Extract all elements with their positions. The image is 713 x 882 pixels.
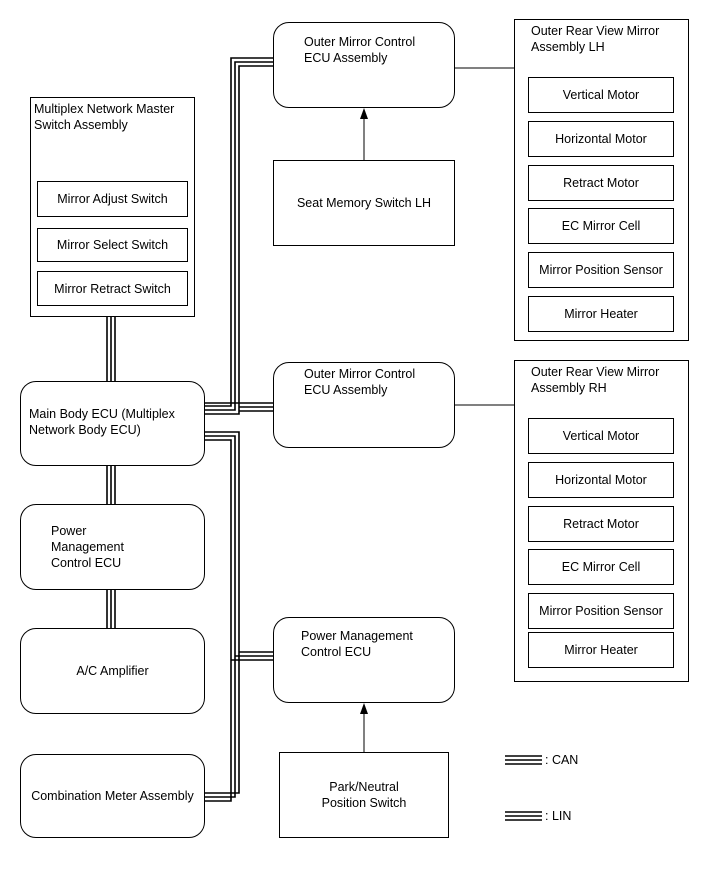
outer-rear-view-mirror-rh: Outer Rear View Mirror Assembly RH Verti… (514, 360, 689, 682)
main-body-ecu: Main Body ECU (Multiplex Network Body EC… (20, 381, 205, 466)
can-bus-power-right (231, 651, 273, 661)
mirror-rh-vertical-motor: Vertical Motor (528, 418, 674, 454)
mirror-lh-retract-motor: Retract Motor (528, 165, 674, 201)
seat-memory-switch-lh: Seat Memory Switch LH (273, 160, 455, 246)
mirror-rh-heater: Mirror Heater (528, 632, 674, 668)
mirror-select-switch: Mirror Select Switch (37, 228, 188, 262)
mirror-rh-title: Outer Rear View Mirror Assembly RH (531, 365, 660, 395)
can-bus-meter (205, 431, 240, 802)
legend-can-symbol (505, 755, 542, 765)
arrow-seat-to-ecu-lh (360, 108, 368, 160)
legend-lin-symbol (505, 811, 542, 821)
power-management-ecu-left: Power Management Control ECU (20, 504, 205, 590)
bus-power-ac (106, 590, 116, 628)
legend-lin-label: : LIN (545, 809, 572, 823)
outer-mirror-ecu-lh: Outer Mirror Control ECU Assembly (273, 22, 455, 108)
outer-mirror-ecu-rh: Outer Mirror Control ECU Assembly (273, 362, 455, 448)
multiplex-switch-title: Multiplex Network Master Switch Assembly (34, 102, 175, 132)
mirror-lh-title: Outer Rear View Mirror Assembly LH (531, 24, 660, 54)
mirror-rh-horizontal-motor: Horizontal Motor (528, 462, 674, 498)
mirror-lh-heater: Mirror Heater (528, 296, 674, 332)
mirror-rh-position-sensor: Mirror Position Sensor (528, 593, 674, 629)
outer-rear-view-mirror-lh: Outer Rear View Mirror Assembly LH Verti… (514, 19, 689, 341)
mirror-adjust-switch: Mirror Adjust Switch (37, 181, 188, 217)
ac-amplifier: A/C Amplifier (20, 628, 205, 714)
arrow-park-to-power-right (360, 703, 368, 752)
legend-can-label: : CAN (545, 753, 579, 767)
power-management-ecu-right: Power Management Control ECU (273, 617, 455, 703)
mirror-rh-retract-motor: Retract Motor (528, 506, 674, 542)
bus-switch-main (106, 317, 116, 381)
mirror-lh-vertical-motor: Vertical Motor (528, 77, 674, 113)
multiplex-switch-assembly: Multiplex Network Master Switch Assembly… (30, 97, 195, 317)
lin-bus-lh (205, 57, 273, 415)
park-neutral-position-switch: Park/Neutral Position Switch (279, 752, 449, 838)
mirror-lh-position-sensor: Mirror Position Sensor (528, 252, 674, 288)
mirror-rh-ec-mirror-cell: EC Mirror Cell (528, 549, 674, 585)
mirror-lh-ec-mirror-cell: EC Mirror Cell (528, 208, 674, 244)
mirror-lh-horizontal-motor: Horizontal Motor (528, 121, 674, 157)
combination-meter-assembly: Combination Meter Assembly (20, 754, 205, 838)
mirror-retract-switch: Mirror Retract Switch (37, 271, 188, 306)
bus-main-power (106, 466, 116, 504)
lin-bus-rh (205, 402, 273, 412)
